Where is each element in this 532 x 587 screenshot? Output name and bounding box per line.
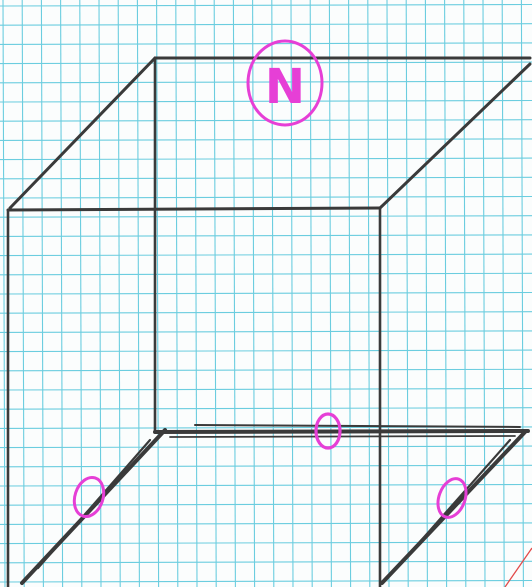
top-label: N: [265, 59, 305, 115]
front-top-edge: [8, 208, 380, 210]
